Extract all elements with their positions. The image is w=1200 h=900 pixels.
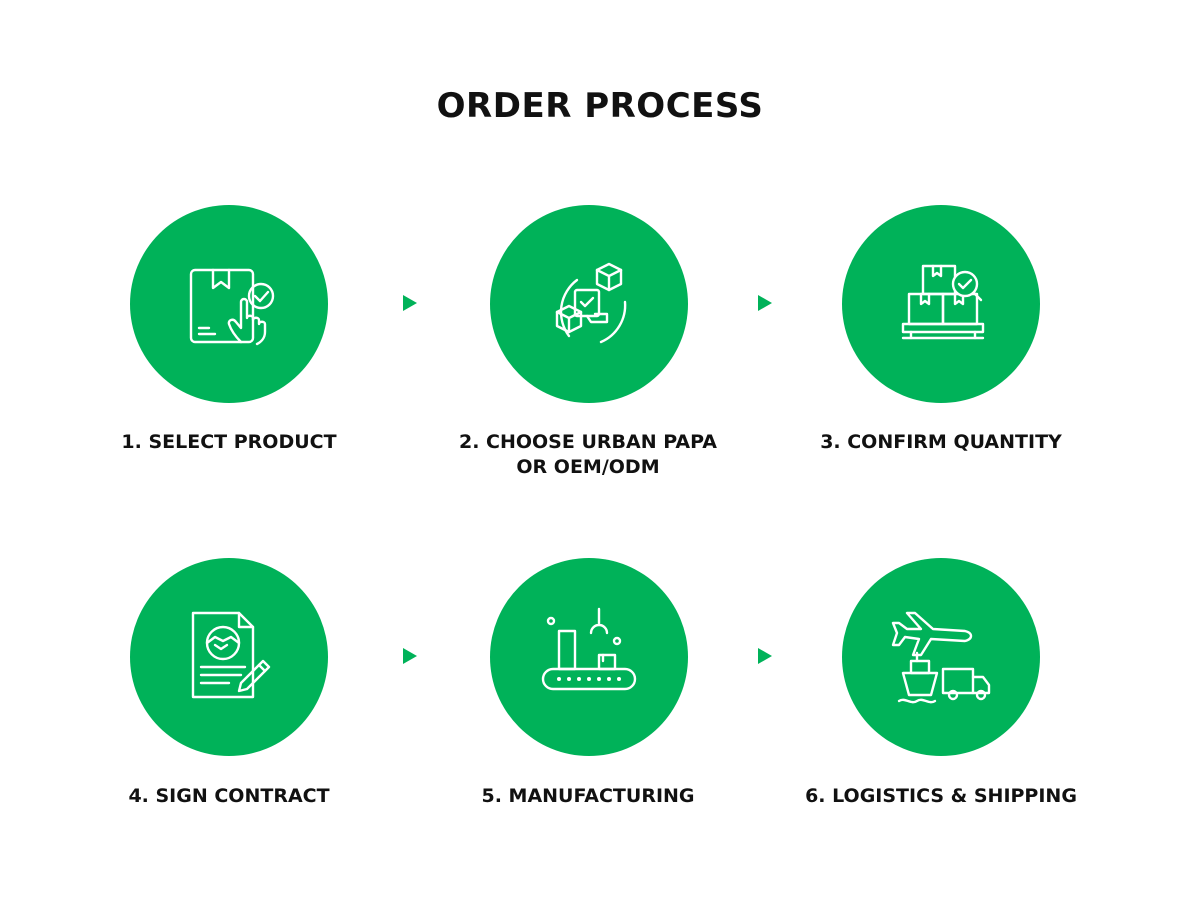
- plane-ship-truck-icon: [891, 611, 991, 704]
- step-3-circle: [842, 205, 1040, 403]
- step-1-circle: [130, 205, 328, 403]
- page-title: ORDER PROCESS: [436, 86, 764, 126]
- arrow-1-2: [403, 295, 417, 311]
- step-5-circle: [490, 558, 688, 756]
- step-6-circle: [842, 558, 1040, 756]
- arrow-2-3: [758, 295, 772, 311]
- box-exchange-icon: [555, 262, 627, 344]
- step-2-label-text: 2. CHOOSE URBAN PAPA OR OEM/ODM: [458, 431, 717, 478]
- step-4-label: 4. SIGN CONTRACT: [128, 785, 330, 807]
- arrow-5-6: [758, 648, 772, 664]
- contract-handshake-icon: [191, 611, 271, 699]
- step-1-label: 1. SELECT PRODUCT: [121, 431, 337, 453]
- step-3-label: 3. CONFIRM QUANTITY: [820, 431, 1062, 453]
- conveyor-robot-arm-icon: [541, 607, 637, 691]
- step-5-label: 5. MANUFACTURING: [481, 785, 695, 807]
- step-2-label: 2. CHOOSE URBAN PAPA OR OEM/ODM: [428, 430, 748, 480]
- box-hand-check-icon: [189, 268, 275, 346]
- step-6-label: 6. LOGISTICS & SHIPPING: [805, 785, 1077, 807]
- step-4-circle: [130, 558, 328, 756]
- step-2-circle: [490, 205, 688, 403]
- arrow-4-5: [403, 648, 417, 664]
- stacked-boxes-check-icon: [901, 264, 985, 340]
